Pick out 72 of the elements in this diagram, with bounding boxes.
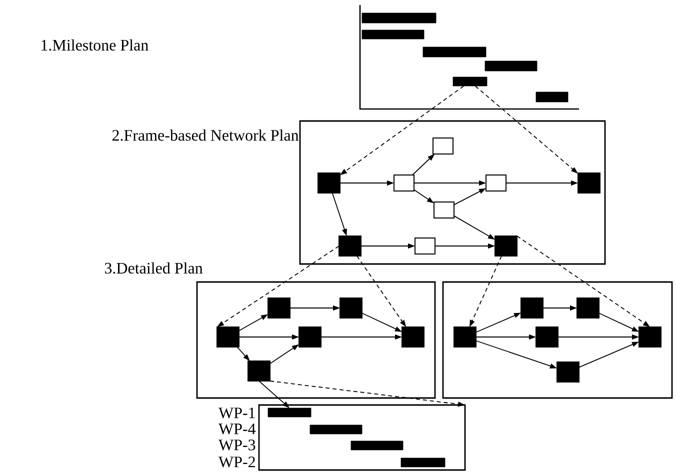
- gantt-bar: [362, 12, 436, 24]
- arrow: [598, 312, 639, 332]
- task-box: [216, 326, 240, 348]
- task-box: [576, 298, 600, 318]
- frame-box: [196, 281, 436, 399]
- gantt-bar: [422, 46, 486, 58]
- arrow: [414, 189, 434, 204]
- heading: 1.Milestone Plan: [42, 39, 148, 51]
- task-box: [414, 238, 436, 254]
- task-box: [638, 326, 662, 348]
- task-box: [298, 326, 322, 348]
- dashed-arrow: [474, 86, 578, 174]
- gantt-bar: [310, 424, 362, 434]
- arrow: [476, 340, 557, 368]
- task-box: [340, 298, 362, 318]
- dashed-arrow: [270, 380, 465, 407]
- task-box: [402, 326, 424, 348]
- gantt-bar: [484, 60, 538, 72]
- task-box: [268, 298, 290, 318]
- arrow: [454, 188, 486, 206]
- arrow: [542, 305, 577, 311]
- arrow: [290, 305, 340, 311]
- row-label: WP-1: [218, 408, 255, 418]
- arrow: [332, 192, 347, 236]
- arrow: [320, 334, 402, 340]
- arrow: [476, 312, 521, 333]
- row-label: WP-4: [218, 424, 256, 434]
- task-box: [486, 174, 506, 192]
- task-box: [536, 326, 558, 348]
- arrow: [454, 215, 495, 240]
- dashed-arrow: [217, 246, 340, 327]
- node-label: 2.Frame-based Network Plan: [112, 129, 299, 141]
- arrow: [578, 342, 639, 368]
- arrow: [258, 380, 290, 408]
- task-box: [494, 236, 518, 256]
- frame-box: [258, 404, 466, 471]
- row-label: WP-2: [218, 456, 255, 468]
- task-box: [432, 138, 454, 154]
- task-box: [578, 172, 600, 194]
- row-label: WP-3: [218, 440, 256, 450]
- task-box: [520, 298, 544, 318]
- gantt-bar: [350, 440, 404, 450]
- dashed-arrow: [356, 256, 406, 327]
- task-box: [454, 326, 476, 348]
- arrow: [434, 243, 495, 249]
- gantt-bar: [362, 30, 424, 40]
- arrow: [238, 314, 268, 332]
- arrow: [476, 334, 536, 340]
- arrow: [238, 334, 299, 340]
- arrow: [270, 344, 299, 364]
- dashed-arrow: [516, 236, 650, 327]
- arrow: [236, 346, 250, 361]
- gantt-bar: [452, 76, 488, 86]
- arrow: [340, 180, 394, 186]
- arrow: [414, 180, 486, 186]
- task-box: [394, 174, 414, 192]
- task-box: [556, 362, 580, 382]
- arrow: [362, 312, 402, 332]
- heading: 3.Detailed Plan: [104, 262, 203, 274]
- task-box: [434, 202, 454, 218]
- gantt-bar: [536, 92, 568, 102]
- arrow: [360, 243, 415, 249]
- dashed-arrow: [340, 86, 464, 176]
- task-box: [318, 172, 340, 194]
- task-box: [248, 360, 270, 382]
- frame-box: [442, 281, 673, 399]
- gantt-bar: [400, 458, 446, 468]
- arrow: [412, 154, 435, 176]
- arrow: [558, 334, 639, 340]
- arrow: [506, 180, 578, 186]
- task-box: [338, 236, 362, 256]
- dashed-arrow: [470, 256, 502, 327]
